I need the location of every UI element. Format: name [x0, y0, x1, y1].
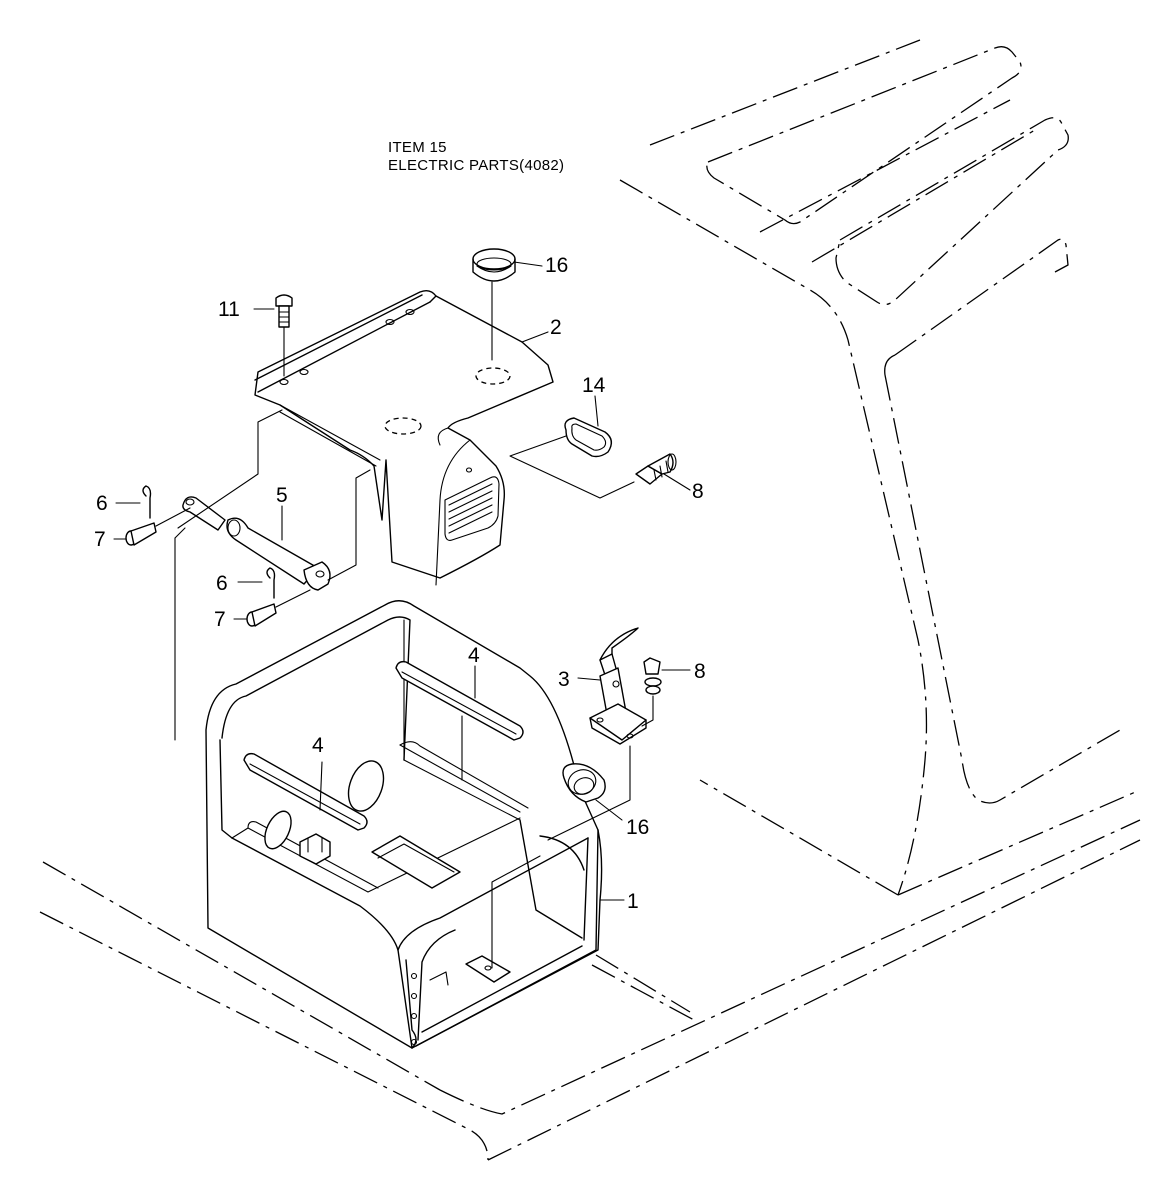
- part-5-gas-strut: [174, 409, 371, 741]
- callout-4-right: 4: [468, 644, 480, 667]
- callout-8-lower: 8: [694, 660, 706, 683]
- header-line-1: ITEM 15: [388, 139, 447, 156]
- callout-3: 3: [558, 668, 570, 691]
- part-7-clevis-upper: [125, 507, 191, 546]
- part-2-cover: [254, 289, 554, 586]
- callout-16-top: 16: [545, 254, 568, 277]
- callout-5: 5: [276, 484, 288, 507]
- part-4-strip-left: [243, 752, 368, 831]
- callout-7-lower: 7: [214, 608, 226, 631]
- part-8-screw-lower: [641, 657, 662, 727]
- part-14-gasket: [509, 417, 635, 499]
- callout-4-left: 4: [312, 734, 324, 757]
- callout-16-bottom: 16: [626, 816, 649, 839]
- header-line-2: ELECTRIC PARTS(4082): [388, 157, 564, 174]
- item-header: ITEM 15 ELECTRIC PARTS(4082): [388, 139, 564, 174]
- callout-11: 11: [218, 298, 240, 321]
- part-11-bolt: [275, 294, 293, 377]
- part-1-box-housing: [205, 600, 603, 1049]
- part-4-strip-right: [395, 660, 524, 781]
- callout-2: 2: [550, 316, 562, 339]
- part-6-pin-upper: [142, 485, 152, 519]
- callout-7-upper: 7: [94, 528, 106, 551]
- cab-phantom-outline: [39, 39, 1141, 1161]
- callout-6-upper: 6: [96, 492, 108, 515]
- callout-8-upper: 8: [692, 480, 704, 503]
- cover-bolt-hole: [465, 467, 473, 473]
- callout-6-lower: 6: [216, 572, 228, 595]
- part-6-pin-lower: [266, 567, 276, 599]
- part-3-latch: [547, 627, 647, 841]
- leader-lines: [113, 261, 691, 901]
- part-16-grommet-bottom: [562, 763, 606, 803]
- mounting-plate: [465, 955, 511, 983]
- cover-vent-grille: [444, 476, 500, 541]
- part-7-clevis-lower: [246, 589, 311, 627]
- callout-14: 14: [582, 374, 606, 397]
- part-8-screw-upper: [635, 453, 677, 485]
- part-16-grommet-top: [472, 248, 516, 361]
- callout-1: 1: [627, 890, 639, 913]
- callout-labels: 16 11 2 14 8 6 7 5 6 7 4 3 8 4 16 1: [94, 254, 706, 913]
